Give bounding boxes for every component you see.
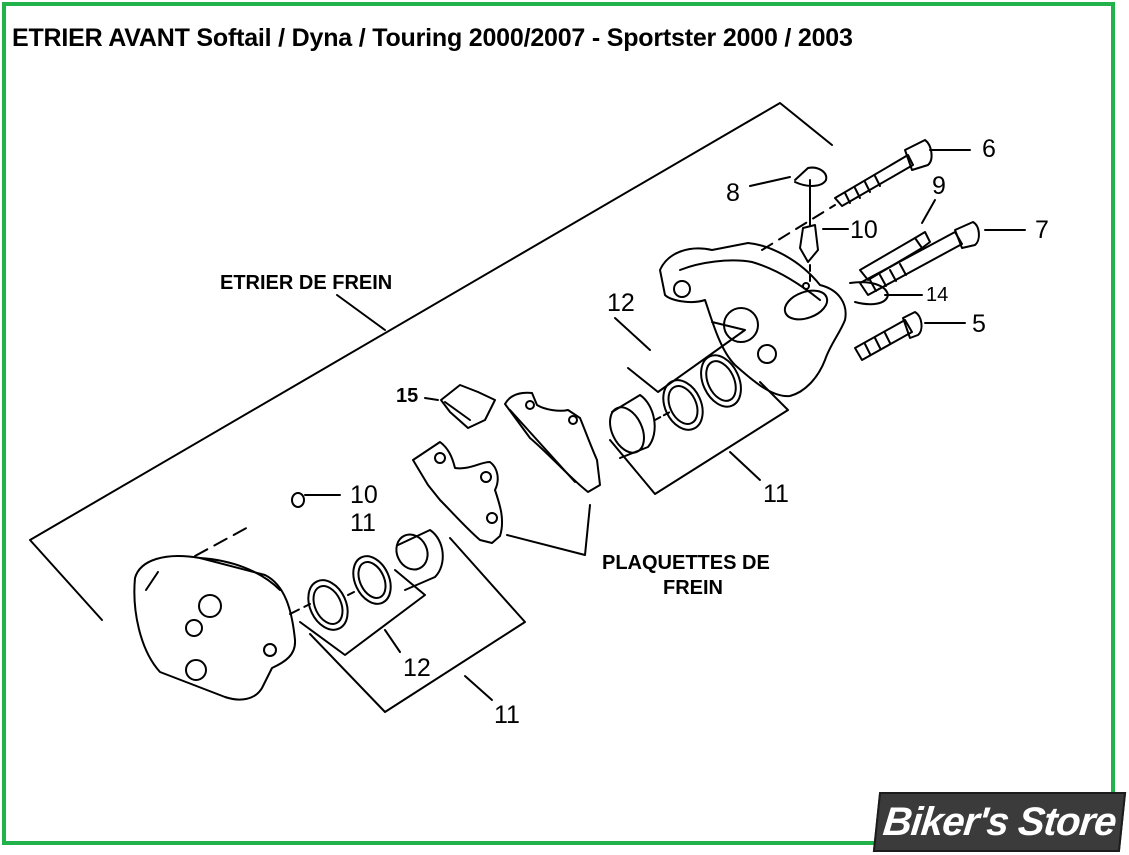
callout-14: 14 bbox=[926, 284, 948, 306]
caliper-caption: ETRIER DE FREIN bbox=[220, 272, 392, 294]
callout-12-top: 12 bbox=[607, 289, 635, 317]
page-title: ETRIER AVANT Softail / Dyna / Touring 20… bbox=[12, 24, 853, 52]
callout-11-bottom: 11 bbox=[494, 701, 520, 729]
bracket-11-right bbox=[609, 381, 789, 495]
diagram-frame bbox=[2, 2, 1115, 845]
right-caliper-half bbox=[659, 242, 889, 398]
callout-12-bottom: 12 bbox=[403, 654, 431, 682]
bolt-7 bbox=[859, 221, 1026, 296]
right-pistons bbox=[609, 354, 742, 459]
pads-leader bbox=[506, 504, 591, 556]
callout-15: 15 bbox=[396, 385, 418, 407]
caliper-bracket-line bbox=[29, 102, 833, 621]
bracket-12-bottom bbox=[299, 569, 426, 656]
left-pistons bbox=[289, 529, 444, 631]
callout-5: 5 bbox=[972, 310, 986, 338]
caliper-leader bbox=[336, 294, 386, 331]
callout-10-top: 10 bbox=[850, 216, 878, 244]
callout-9: 9 bbox=[932, 172, 946, 200]
bleeder-cap-8 bbox=[794, 166, 828, 187]
pin-9 bbox=[859, 199, 936, 281]
callout-8: 8 bbox=[726, 179, 740, 207]
pads-caption-line2: FREIN bbox=[663, 577, 723, 599]
bikers-store-logo: Biker's Store bbox=[872, 792, 1127, 852]
pads-caption-line1: PLAQUETTES DE bbox=[602, 552, 770, 574]
pad-clip-15 bbox=[424, 384, 496, 429]
callout-7: 7 bbox=[1035, 216, 1049, 244]
brake-pad-front bbox=[504, 391, 601, 493]
bracket-11-bottom bbox=[309, 537, 526, 713]
callout-10-left: 10 bbox=[350, 481, 378, 509]
callout-11-right: 11 bbox=[763, 480, 789, 508]
left-caliper-half bbox=[133, 524, 297, 701]
bolt-5 bbox=[854, 311, 966, 361]
bracket-12-top bbox=[627, 321, 746, 393]
callout-6: 6 bbox=[982, 135, 996, 163]
brake-pad-back bbox=[412, 441, 504, 544]
callout-11-left: 11 bbox=[350, 509, 376, 537]
bleeder-valve bbox=[799, 224, 819, 263]
left-seal-10 bbox=[291, 492, 305, 508]
bolt-6 bbox=[761, 139, 971, 251]
